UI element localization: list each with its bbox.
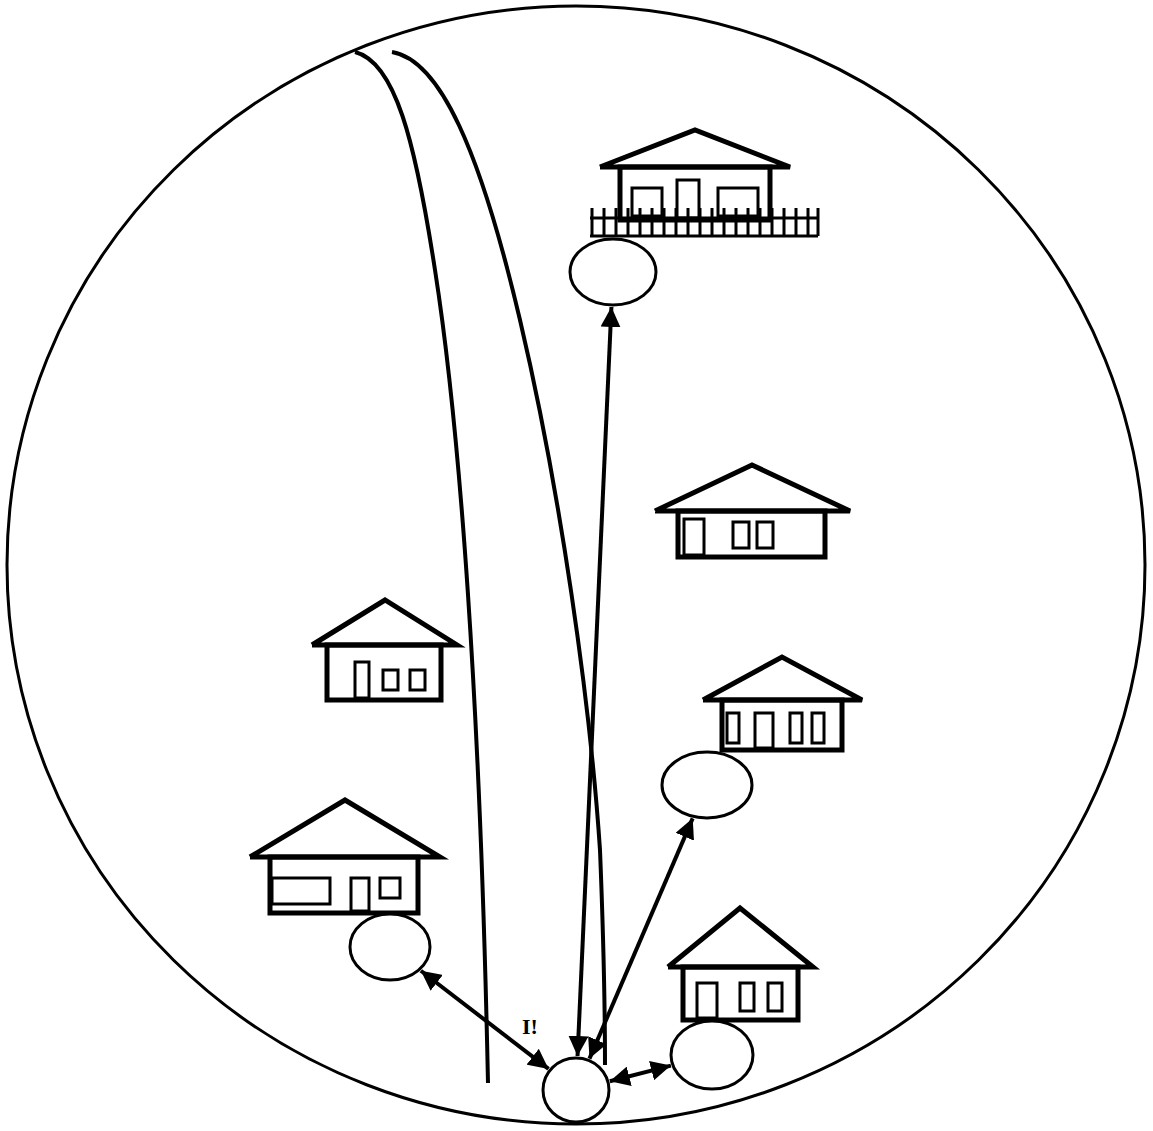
house [250, 800, 440, 913]
house [312, 600, 457, 700]
house-circle [669, 1019, 755, 1091]
circle-shape [671, 1021, 753, 1089]
circle-shape [662, 752, 752, 818]
house [703, 657, 862, 750]
circle-outline [541, 1056, 611, 1124]
circle-shape [543, 1058, 609, 1122]
node-label: I! [521, 1016, 539, 1038]
house [655, 465, 850, 557]
circle-outline [568, 237, 658, 307]
double-arrow [610, 1066, 671, 1082]
fence [590, 208, 818, 236]
circle-shape [350, 914, 430, 980]
double-arrow [421, 971, 549, 1069]
circle-outline [669, 1019, 755, 1091]
house-circle [568, 237, 658, 307]
double-arrow [589, 818, 692, 1058]
house-circle: I! [541, 1056, 611, 1124]
double-arrow [578, 307, 612, 1056]
circle-outline [660, 750, 754, 820]
road-edge [392, 52, 605, 1065]
house [668, 908, 813, 1020]
circle-outline [348, 912, 432, 982]
boundary-circle [7, 6, 1145, 1124]
circle-shape [570, 239, 656, 305]
house-circle [660, 750, 754, 820]
house-circle [348, 912, 432, 982]
house [600, 130, 790, 220]
